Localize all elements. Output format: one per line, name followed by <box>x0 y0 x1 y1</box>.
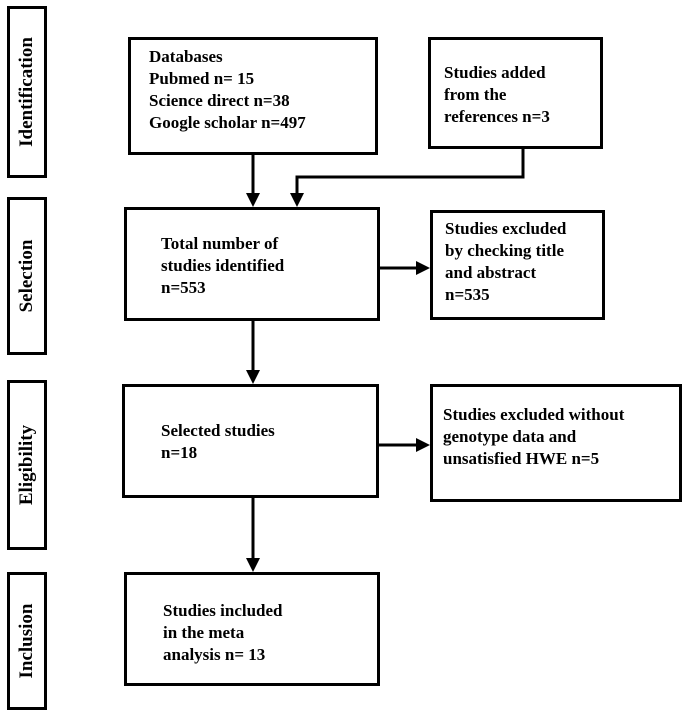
included-studies-box: Studies included in the meta analysis n=… <box>124 572 380 686</box>
included-line: analysis n= 13 <box>163 645 266 664</box>
databases-box: Databases Pubmed n= 15 Science direct n=… <box>128 37 378 155</box>
arrowhead-total-to-excluded-title <box>416 261 430 275</box>
excluded-title-line: Studies excluded <box>445 219 567 238</box>
excluded-title-line: n=535 <box>445 285 490 304</box>
selected-line: Selected studies <box>161 421 275 440</box>
total-line: studies identified <box>161 256 285 275</box>
arrowhead-databases-to-total <box>246 193 260 207</box>
added-line: Studies added <box>444 63 546 82</box>
total-identified-box: Total number of studies identified n=553 <box>124 207 380 321</box>
selected-line: n=18 <box>161 443 198 462</box>
stage-inclusion: Inclusion <box>7 572 47 710</box>
excluded-genotype-line: genotype data and <box>443 427 577 446</box>
databases-line: Google scholar n=497 <box>149 113 306 132</box>
selected-studies-box: Selected studies n=18 <box>122 384 379 498</box>
excluded-genotype-line: Studies excluded without <box>443 405 625 424</box>
arrow-added-to-total <box>295 149 525 200</box>
excluded-title-line: by checking title <box>445 241 564 260</box>
excluded-genotype-box: Studies excluded without genotype data a… <box>430 384 682 502</box>
included-line: Studies included <box>163 601 283 620</box>
arrowhead-total-to-selected <box>246 370 260 384</box>
databases-line: Pubmed n= 15 <box>149 69 255 88</box>
added-line: references n=3 <box>444 107 550 126</box>
arrowhead-selected-to-excluded-genotype <box>416 438 430 452</box>
added-references-box: Studies added from the references n=3 <box>428 37 603 149</box>
stage-identification: Identification <box>7 6 47 178</box>
databases-line: Databases <box>149 47 223 66</box>
excluded-title-line: and abstract <box>445 263 537 282</box>
added-line: from the <box>444 85 507 104</box>
databases-line: Science direct n=38 <box>149 91 290 110</box>
total-line: Total number of <box>161 234 279 253</box>
arrowhead-added-to-total <box>290 193 304 207</box>
excluded-genotype-line: unsatisfied HWE n=5 <box>443 449 600 468</box>
total-line: n=553 <box>161 278 206 297</box>
arrowhead-selected-to-included <box>246 558 260 572</box>
stage-selection: Selection <box>7 197 47 355</box>
included-line: in the meta <box>163 623 245 642</box>
stage-eligibility: Eligibility <box>7 380 47 550</box>
excluded-title-box: Studies excluded by checking title and a… <box>430 210 605 320</box>
